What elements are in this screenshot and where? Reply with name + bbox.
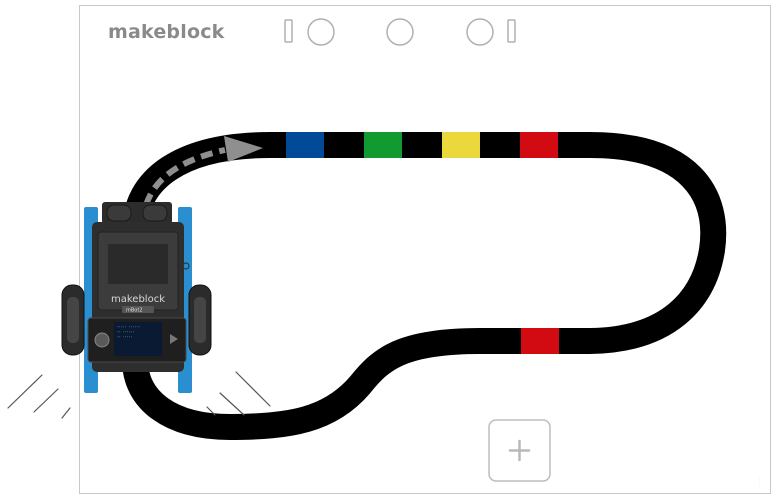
add-button[interactable] xyxy=(488,419,551,482)
color-block-yellow xyxy=(442,132,480,158)
play-button-icon xyxy=(170,334,178,344)
header-markers xyxy=(284,18,516,46)
corner-print: ········· xyxy=(757,477,761,486)
circle-marker-icon xyxy=(466,18,494,46)
direction-arrow-icon xyxy=(143,136,263,207)
wire-port xyxy=(182,262,190,270)
ultrasonic-sensor xyxy=(102,202,172,224)
bar-marker-icon xyxy=(507,19,516,43)
bar-marker-icon xyxy=(284,19,293,43)
color-block-red-bottom xyxy=(521,328,559,354)
robot-screen xyxy=(114,322,162,356)
joystick-icon xyxy=(94,332,110,348)
circle-marker-icon xyxy=(307,18,335,46)
color-block-red xyxy=(520,132,558,158)
color-blocks xyxy=(286,132,559,354)
color-block-green xyxy=(364,132,402,158)
color-block-blue xyxy=(286,132,324,158)
motion-lines xyxy=(7,371,271,419)
mbot2-robot[interactable]: makeblock mBot2 ····· ······ ·· ······ ·… xyxy=(61,202,212,393)
circle-marker-icon xyxy=(386,18,414,46)
robot-brand-label: makeblock xyxy=(111,294,165,305)
svg-text:·· ······: ·· ······ xyxy=(117,330,134,334)
svg-text:·· ·····: ·· ····· xyxy=(117,335,132,339)
plus-icon xyxy=(508,439,531,462)
brand-logo: makeblock xyxy=(108,21,225,43)
robot-model-label: mBot2 xyxy=(126,308,143,314)
svg-text:····· ······: ····· ······ xyxy=(117,325,140,329)
